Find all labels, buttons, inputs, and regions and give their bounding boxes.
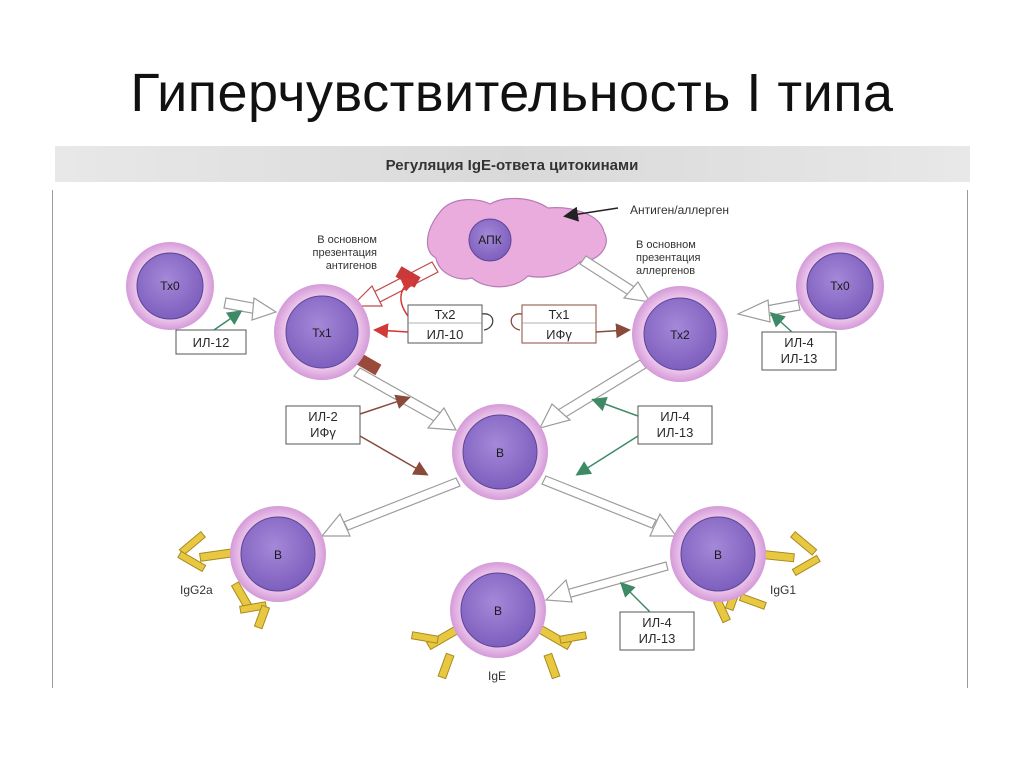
arrow-ifg-to-th2 xyxy=(595,323,631,339)
th2-label: Тх2 xyxy=(670,328,690,342)
box-th2-il10 xyxy=(407,304,483,344)
arrow-il10-loop xyxy=(481,313,494,331)
box-il4-il13-bottom xyxy=(619,611,695,651)
arrow-ifg-loop xyxy=(510,313,523,331)
box-il4-il13-center xyxy=(637,405,713,445)
box-il12 xyxy=(175,329,247,355)
arrow-b-to-b-right xyxy=(541,475,657,529)
th0-left-label: Тх0 xyxy=(160,279,180,293)
antibody-ige-right xyxy=(531,621,588,680)
figure-banner xyxy=(55,146,970,182)
note-left-line2: презентация xyxy=(313,247,378,259)
antibody-label-igg1: IgG1 xyxy=(770,583,796,597)
antibody-igg2a-upper xyxy=(177,530,235,573)
b-left-nucleus xyxy=(240,516,316,592)
arrow-apk-to-th2-head xyxy=(622,280,652,303)
arrow-b-to-b-right-head xyxy=(649,512,678,537)
apk-label: АПК xyxy=(478,233,501,247)
antibody-igg1-upper xyxy=(759,530,821,577)
arrow-apk-to-th2 xyxy=(579,255,637,297)
arrow-apk-to-th1-head xyxy=(350,284,383,307)
arrow-th2-to-b xyxy=(557,359,647,419)
arrow-th0-to-th1-head xyxy=(251,296,278,321)
arrow-il4-bottom-to-arrow xyxy=(619,581,651,613)
box-il12-label: ИЛ-12 xyxy=(193,335,230,350)
apk-nucleus xyxy=(468,218,512,262)
th0-right-label: Тх0 xyxy=(830,279,850,293)
arrow-th1-to-b xyxy=(353,367,443,423)
th2-nucleus xyxy=(643,297,717,371)
box-il4-il13-center-line1: ИЛ-4 xyxy=(660,409,689,424)
box-il2-ifg-line2: ИФγ xyxy=(310,425,336,440)
box-il4-il13-right-line1: ИЛ-4 xyxy=(784,335,813,350)
arrow-b-right-to-b-bottom-head xyxy=(544,578,573,603)
figure-frame xyxy=(52,190,968,688)
box-il4-il13-right xyxy=(761,331,837,371)
note-left-line3: антигенов xyxy=(326,260,377,272)
arrow-th0-to-th2 xyxy=(765,299,801,317)
arrow-th1-to-b-head xyxy=(426,406,458,431)
antibody-label-ige: IgE xyxy=(488,669,506,683)
arrow-b-to-b-left-head xyxy=(320,512,351,537)
note-right-line2: презентация xyxy=(636,252,701,264)
slide-title: Гиперчувствительность I типа xyxy=(130,63,894,123)
arrow-il10-to-th1 xyxy=(373,323,409,339)
b-right-nucleus xyxy=(680,516,756,592)
antigen-pointer-arrow xyxy=(563,206,619,222)
box-il4-il13-right-line2: ИЛ-13 xyxy=(781,351,818,366)
b-bottom-nucleus xyxy=(460,572,536,648)
box-th1-ifg-line2: ИФγ xyxy=(546,327,572,342)
box-th2-il10-line2: ИЛ-10 xyxy=(427,327,464,342)
b-left-label: В xyxy=(274,548,282,562)
arrow-il4-right-to-th0 xyxy=(769,311,793,333)
arrow-b-right-to-b-bottom xyxy=(565,561,669,599)
antigen-allergen-label: Антиген/аллерген xyxy=(630,203,729,217)
th1-label: Тх1 xyxy=(312,326,332,340)
arrow-il10-to-th1-red xyxy=(400,277,417,317)
th1-nucleus xyxy=(285,295,359,369)
th0-right-nucleus xyxy=(806,252,874,320)
note-right-line1: В основном xyxy=(636,239,696,251)
box-il4-il13-bottom-line1: ИЛ-4 xyxy=(642,615,671,630)
antibody-igg2a-lower xyxy=(230,581,271,630)
apk-cell-body xyxy=(426,197,607,288)
b-center-nucleus xyxy=(462,414,538,490)
box-th1-ifg-line1: Тх1 xyxy=(548,307,569,322)
box-il4-il13-center-line2: ИЛ-13 xyxy=(657,425,694,440)
b-right-label: В xyxy=(714,548,722,562)
box-il2-ifg-line1: ИЛ-2 xyxy=(308,409,337,424)
note-right-line3: аллергенов xyxy=(636,265,695,277)
arrow-il12-to-th0 xyxy=(213,310,243,331)
b-center-label: В xyxy=(496,446,504,460)
box-th2-il10-line1: Тх2 xyxy=(434,307,455,322)
th0-left-nucleus xyxy=(136,252,204,320)
arrow-th2-to-b-head xyxy=(538,403,572,429)
box-il2-ifg xyxy=(285,405,361,445)
arrow-b-to-b-left xyxy=(343,477,461,531)
arrow-il2-down xyxy=(359,435,429,476)
arrow-th0-to-th2-head xyxy=(736,299,771,323)
arrow-il2-up xyxy=(359,394,411,415)
antibody-label-igg2a: IgG2a xyxy=(180,583,213,597)
b-bottom-label: В xyxy=(494,604,502,618)
note-left-line1: В основном xyxy=(317,234,377,246)
figure-title: Регуляция IgE-ответа цитокинами xyxy=(386,157,639,174)
arrow-il4-center-up xyxy=(591,397,639,417)
box-th1-ifg xyxy=(521,304,597,344)
arrow-il4-center-down xyxy=(575,435,639,476)
box-il4-il13-bottom-line2: ИЛ-13 xyxy=(639,631,676,646)
